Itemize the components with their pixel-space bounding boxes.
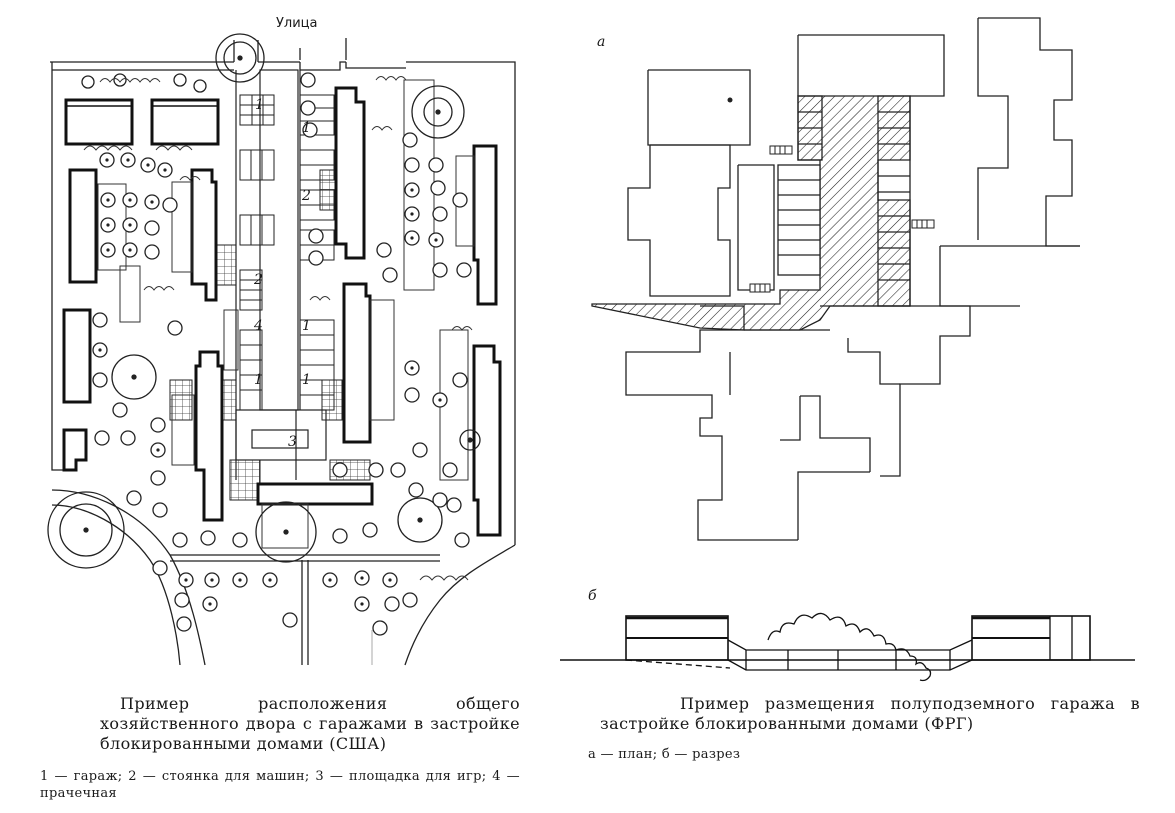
building-outlines [625,17,1080,541]
trees [47,33,481,569]
street-label: Улица [276,16,318,31]
figure-label-b: б [588,588,597,604]
shrubs [83,76,473,581]
left-figure-caption: Пример расположения общего хозяйственног… [100,694,520,753]
small-trees [81,72,472,636]
figure-label-a: а [597,34,606,50]
plan-number: 3 [288,434,297,450]
plan-number: 1 [302,372,311,388]
plan-number: 2 [254,272,263,288]
plan-number: 1 [254,372,263,388]
right-figure-caption: Пример размещения полуподземного гаража … [600,694,1140,733]
stairs [749,145,935,293]
plan-number: 1 [302,318,311,334]
plan-number: 1 [255,97,264,113]
left-figure-legend: 1 — гараж; 2 — стоянка для машин; 3 — пл… [40,769,520,801]
plan-number: 2 [302,188,311,204]
tree-dots [98,158,442,606]
housing-blocks [62,86,502,537]
plan-number: 1 [302,120,311,136]
section-drawing [560,612,1135,682]
garage-hatched [591,95,911,331]
garage-pads [169,169,371,501]
plan-number: 4 [254,318,263,334]
right-figure-legend: а — план; б — разрез [588,747,741,762]
parking-stalls [239,94,335,411]
